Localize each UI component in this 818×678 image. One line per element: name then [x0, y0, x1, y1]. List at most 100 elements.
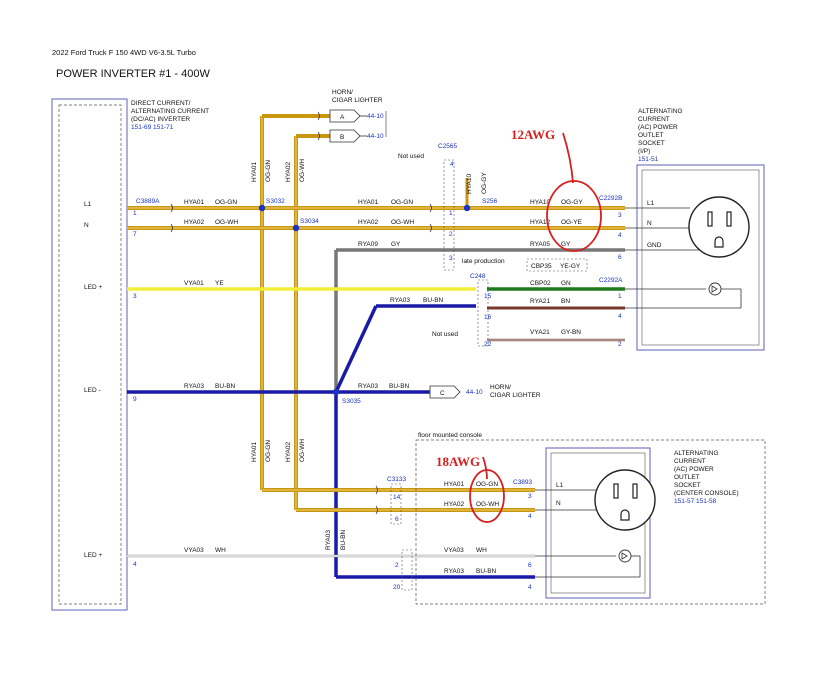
vlabel-og-gn-a: OG-GN	[265, 160, 272, 182]
led-ip-icon	[708, 282, 722, 296]
socket-ip-l1: L1	[647, 200, 655, 207]
connector-cbp35[interactable]	[526, 258, 588, 272]
socket-console-label-6: (CENTER CONSOLE)	[674, 490, 739, 497]
led-console-icon	[618, 549, 632, 563]
pin-num-9: 9	[133, 396, 137, 403]
annotation-18awg: 18AWG	[436, 454, 480, 469]
pin-c2565-3: 3	[449, 255, 453, 262]
note-floor-console: floor mounted console	[418, 432, 482, 439]
socket-console-refs[interactable]: 151-57 151-58	[674, 498, 717, 505]
socket-console-label-2: CURRENT	[674, 458, 706, 465]
splice-s3035[interactable]	[332, 388, 340, 396]
pin-num-7: 7	[133, 231, 137, 238]
label-rya05: RYA05	[530, 241, 550, 248]
connector-c248-body[interactable]	[477, 279, 489, 347]
horn-top-ref-b[interactable]: 44-10	[367, 133, 384, 140]
pin-c3893-3: 3	[528, 493, 532, 500]
label-og-gn-c: OG-GN	[476, 481, 498, 488]
connector-c3133-body[interactable]	[390, 483, 402, 525]
label-og-gn-b: OG-GN	[391, 199, 413, 206]
label-og-ye: OG-YE	[561, 219, 583, 226]
connector-c2565-body[interactable]	[443, 159, 455, 271]
vlabel-og-wh-b: OG-WH	[299, 439, 306, 462]
connector-c3889a[interactable]: C3889A	[136, 198, 160, 205]
pin-c3133-14: 14	[393, 494, 401, 501]
outlet-console-icon	[594, 469, 656, 531]
socket-console-label-3: (AC) POWER	[674, 466, 714, 473]
label-c2292a[interactable]: C2292A	[599, 277, 623, 284]
label-s3035[interactable]: S3035	[342, 398, 361, 405]
splice-s3034[interactable]	[292, 224, 300, 232]
pin-c3893-6: 6	[528, 562, 532, 569]
label-s3032[interactable]: S3032	[266, 198, 285, 205]
vlabel-rya03: RYA03	[325, 530, 332, 550]
vlabel-og-gy: OG-GY	[481, 172, 488, 194]
label-bu-bn-b: BU-BN	[215, 383, 236, 390]
socket-console-label-4: OUTLET	[674, 474, 700, 481]
horn-connector-a[interactable]	[329, 109, 361, 123]
inverter-box[interactable]	[51, 98, 128, 611]
label-hya01-c: HYA01	[444, 481, 464, 488]
label-c2565[interactable]: C2565	[438, 143, 458, 150]
pin-c3133-6: 6	[395, 516, 399, 523]
label-bu-bn-c: BU-BN	[389, 383, 410, 390]
socket-console-label-5: SOCKET	[674, 482, 701, 489]
label-c3893[interactable]: C3893	[513, 479, 533, 486]
pin-c3893-4: 4	[528, 513, 532, 520]
horn-connector-c[interactable]	[429, 385, 461, 399]
pin-led-plus-2: LED +	[84, 552, 102, 559]
socket-console-box[interactable]	[545, 447, 651, 599]
label-vya03-b: VYA03	[444, 547, 464, 554]
pin-c2292b-6: 6	[618, 254, 622, 261]
label-bn: BN	[561, 298, 570, 305]
label-hya02-b: HYA02	[358, 219, 378, 226]
label-hya01-a: HYA01	[184, 199, 204, 206]
label-gn: GN	[561, 280, 571, 287]
horn-pin-b: B	[340, 134, 344, 141]
pin-l1: L1	[84, 201, 92, 208]
pin-c248-15: 15	[484, 293, 492, 300]
label-c3133[interactable]: C3133	[387, 476, 407, 483]
splice-s3032[interactable]	[258, 204, 266, 212]
vlabel-og-gn-b: OG-GN	[265, 440, 272, 462]
connector-c3133-lower[interactable]	[401, 549, 413, 591]
splice-s256[interactable]	[463, 204, 471, 212]
label-ye: YE	[215, 280, 224, 287]
pin-c2292a-1: 1	[618, 293, 622, 300]
inverter-label-3: (DC/AC) INVERTER	[131, 116, 190, 123]
inverter-refs[interactable]: 151-69 151-71	[131, 124, 174, 131]
label-c248[interactable]: C248	[470, 273, 486, 280]
socket-ip-label-5: SOCKET	[638, 140, 665, 147]
horn-bottom-ref[interactable]: 44-10	[466, 389, 483, 396]
label-rya03-a: RYA03	[390, 297, 410, 304]
label-cbp35-wire: YE-GY	[560, 263, 581, 270]
label-s3034[interactable]: S3034	[300, 218, 319, 225]
label-cbp02: CBP02	[530, 280, 551, 287]
label-wh-a: WH	[215, 547, 226, 554]
label-wh-b: WH	[476, 547, 487, 554]
socket-ip-box[interactable]	[636, 164, 765, 351]
note-late-production: late production	[462, 258, 505, 265]
label-hya01-b: HYA01	[358, 199, 378, 206]
terminal-mark	[170, 203, 173, 213]
label-rya09: RYA09	[358, 241, 378, 248]
annotation-18awg-circle	[469, 469, 505, 523]
label-hya12: HYA12	[530, 219, 550, 226]
label-og-wh-c: OG-WH	[476, 501, 499, 508]
horn-top-label-2: CIGAR LIGHTER	[332, 97, 383, 104]
label-s256[interactable]: S256	[482, 198, 498, 205]
vehicle-title: 2022 Ford Truck F 150 4WD V6-3.5L Turbo	[52, 48, 196, 57]
label-bu-bn-a: BU-BN	[423, 297, 444, 304]
socket-ip-ref[interactable]: 151-51	[638, 156, 659, 163]
label-og-gn-a: OG-GN	[215, 199, 237, 206]
annotation-12awg-circle	[546, 180, 602, 252]
label-c2292b[interactable]: C2292B	[599, 195, 623, 202]
horn-connector-b[interactable]	[329, 129, 361, 143]
horn-top-ref-a[interactable]: 44-10	[367, 113, 384, 120]
label-rya03-b: RYA03	[184, 383, 204, 390]
pin-c2292a-2: 2	[618, 341, 622, 348]
annotation-18awg-arrow	[482, 456, 488, 480]
pin-c2565-1: 1	[449, 210, 453, 217]
